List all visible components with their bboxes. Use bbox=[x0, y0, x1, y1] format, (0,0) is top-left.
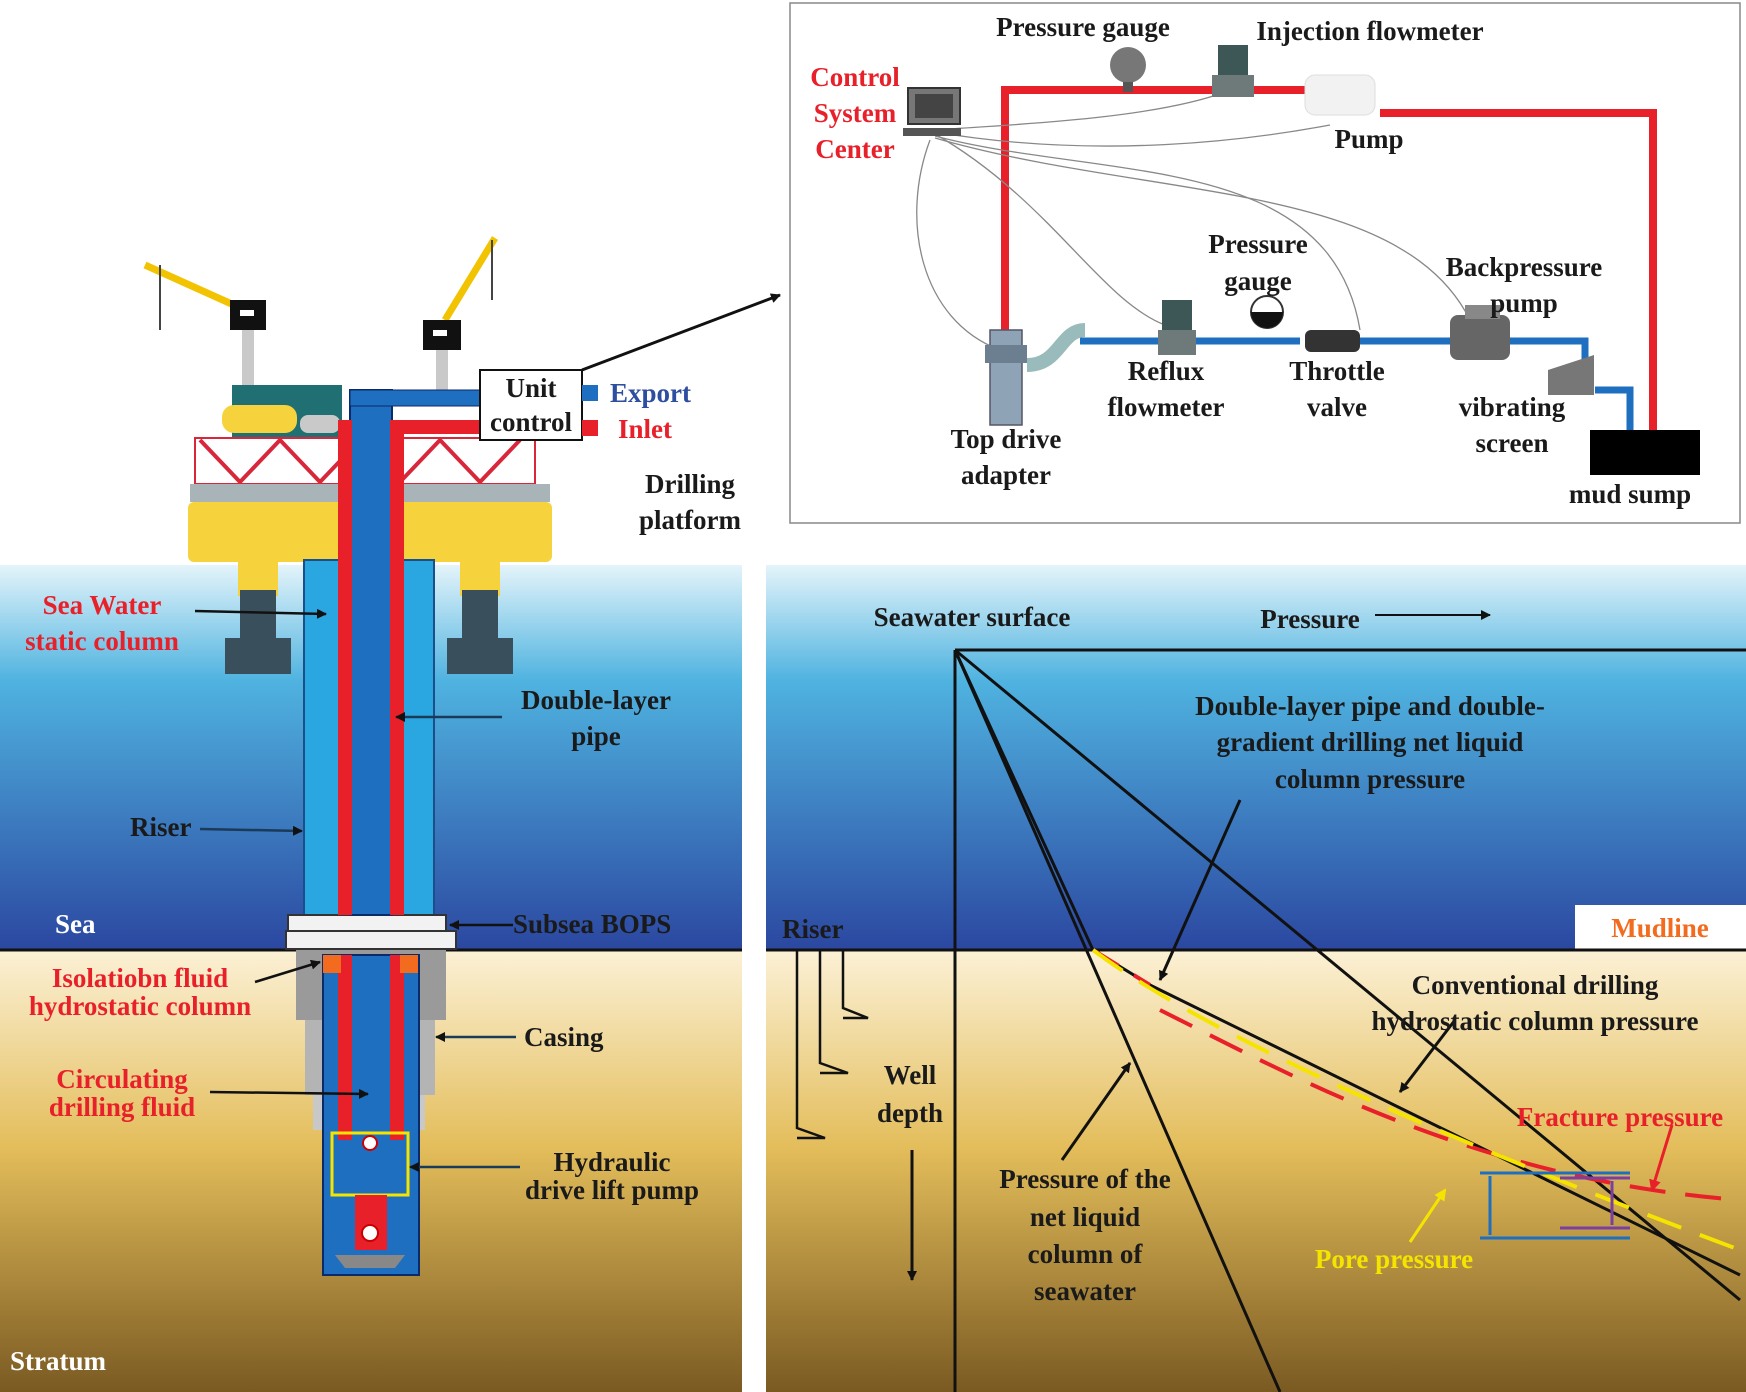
reflux-flowmeter-label-2: flowmeter bbox=[1108, 392, 1225, 422]
subsea-bops-label: Subsea BOPS bbox=[513, 909, 671, 939]
unit-control-label-2: control bbox=[490, 407, 572, 437]
control-center-label-1: Control bbox=[810, 62, 900, 92]
crane-right-icon bbox=[423, 236, 498, 395]
riser-pipe-assembly bbox=[285, 389, 481, 1276]
isolation-fluid-label-1: Isolatiobn fluid bbox=[52, 963, 228, 993]
zoom-arrow bbox=[581, 293, 781, 372]
injection-flowmeter-label: Injection flowmeter bbox=[1256, 16, 1483, 46]
computer-icon bbox=[903, 87, 961, 136]
pressure-sea-region bbox=[766, 565, 1746, 950]
reflux-flowmeter-label-1: Reflux bbox=[1128, 356, 1205, 386]
left-panel: Unit control Export Inlet Drilling platf… bbox=[0, 236, 781, 1392]
reflux-flowmeter-icon bbox=[1158, 300, 1196, 355]
double-layer-pipe-body bbox=[349, 389, 393, 916]
sea-water-label-2: static column bbox=[25, 626, 179, 656]
stratum-label: Stratum bbox=[10, 1346, 106, 1376]
pipe-red-right bbox=[390, 420, 404, 915]
lift-pump-label-2: drive lift pump bbox=[525, 1175, 699, 1205]
backpressure-pump-icon bbox=[1450, 305, 1510, 360]
double-layer-pipe-label-1: Double-layer bbox=[521, 685, 671, 715]
pressure-riser-label: Riser bbox=[782, 914, 843, 944]
throttle-valve-label-1: Throttle bbox=[1289, 356, 1385, 386]
pressure-gauge-mid-label-1: Pressure bbox=[1208, 229, 1307, 259]
conventional-pressure-line bbox=[954, 648, 1741, 1302]
mud-sump-icon bbox=[1590, 430, 1700, 475]
crane-left-icon bbox=[143, 261, 266, 390]
vibrating-screen-label-1: vibrating bbox=[1459, 392, 1566, 422]
pressure-gauge-mid-label-2: gauge bbox=[1224, 266, 1292, 296]
drilling-platform-label-2: platform bbox=[639, 505, 741, 535]
control-center-label-3: Center bbox=[815, 134, 894, 164]
pressure-gauge-mid-icon bbox=[1250, 295, 1284, 329]
isolation-fluid-label-2: hydrostatic column bbox=[29, 991, 251, 1021]
top-drive-adapter-label-2: adapter bbox=[961, 460, 1051, 490]
drilling-platform-label-1: Drilling bbox=[645, 469, 736, 499]
backpressure-pump-label-1: Backpressure bbox=[1446, 252, 1603, 282]
pore-pressure-curve bbox=[1091, 948, 1741, 1252]
pressure-gauge-top-label: Pressure gauge bbox=[996, 12, 1170, 42]
pump-icon bbox=[1304, 74, 1376, 116]
casing-label: Casing bbox=[524, 1022, 604, 1052]
sea-water-label-1: Sea Water bbox=[43, 590, 162, 620]
lift-pump-label-1: Hydraulic bbox=[553, 1147, 670, 1177]
export-label: Export bbox=[610, 378, 691, 408]
control-center-label-2: System bbox=[814, 98, 897, 128]
seawater-net-pressure-label-4: seawater bbox=[1034, 1276, 1136, 1306]
pressure-axis-label: Pressure bbox=[1260, 604, 1359, 634]
seawater-net-pressure-label-3: column of bbox=[1028, 1239, 1144, 1269]
injection-flowmeter-icon bbox=[1212, 45, 1254, 97]
unit-control: Unit control Export Inlet bbox=[479, 369, 691, 444]
subsea-bops-icon bbox=[287, 914, 447, 932]
double-layer-pipe-label-2: pipe bbox=[571, 721, 621, 751]
conventional-label-2: hydrostatic column pressure bbox=[1371, 1006, 1698, 1036]
circulating-fluid-label-1: Circulating bbox=[56, 1064, 188, 1094]
vibrating-screen-label-2: screen bbox=[1476, 428, 1549, 458]
unit-control-label-1: Unit bbox=[505, 373, 556, 403]
seawater-net-pressure-line bbox=[953, 649, 1282, 1392]
pressure-gauge-top-icon bbox=[1110, 47, 1146, 92]
mudline-label: Mudline bbox=[1611, 913, 1709, 943]
surface-system: Pressure gauge Injection flowmeter Contr… bbox=[789, 2, 1741, 524]
inlet-label: Inlet bbox=[618, 414, 672, 444]
double-layer-pressure-label-1: Double-layer pipe and double- bbox=[1195, 691, 1545, 721]
pump-label: Pump bbox=[1334, 124, 1403, 154]
backpressure-pump-label-2: pump bbox=[1490, 288, 1558, 318]
pipe-red-left bbox=[338, 420, 352, 915]
mud-sump-label: mud sump bbox=[1569, 479, 1691, 509]
top-drive-adapter-label-1: Top drive bbox=[951, 424, 1062, 454]
throttle-valve-icon bbox=[1305, 330, 1360, 352]
vibrating-screen-icon bbox=[1548, 355, 1594, 395]
throttle-valve-label-2: valve bbox=[1307, 392, 1367, 422]
riser-label: Riser bbox=[130, 812, 191, 842]
circulating-fluid-label-2: drilling fluid bbox=[49, 1092, 195, 1122]
top-drive-adapter-icon bbox=[985, 323, 1086, 426]
sea-label: Sea bbox=[55, 909, 96, 939]
double-layer-pressure-label-3: column pressure bbox=[1275, 764, 1465, 794]
conventional-label-1: Conventional drilling bbox=[1412, 970, 1659, 1000]
pore-pressure-label: Pore pressure bbox=[1315, 1244, 1473, 1274]
seawater-net-pressure-label-2: net liquid bbox=[1030, 1202, 1140, 1232]
double-layer-pressure-label-2: gradient drilling net liquid bbox=[1217, 727, 1524, 757]
fracture-pressure-curve bbox=[1159, 1008, 1741, 1202]
pressure-panel: Seawater surface Pressure Double-layer p… bbox=[766, 565, 1746, 1392]
fracture-pressure-label: Fracture pressure bbox=[1517, 1102, 1723, 1132]
well-depth-label-1: Well bbox=[884, 1060, 937, 1090]
unit-control-box bbox=[479, 369, 583, 441]
seawater-surface-label: Seawater surface bbox=[874, 602, 1071, 632]
well-depth-label-2: depth bbox=[877, 1098, 943, 1128]
seawater-net-pressure-label-1: Pressure of the bbox=[999, 1164, 1170, 1194]
double-layer-pressure-line bbox=[953, 649, 1741, 1277]
